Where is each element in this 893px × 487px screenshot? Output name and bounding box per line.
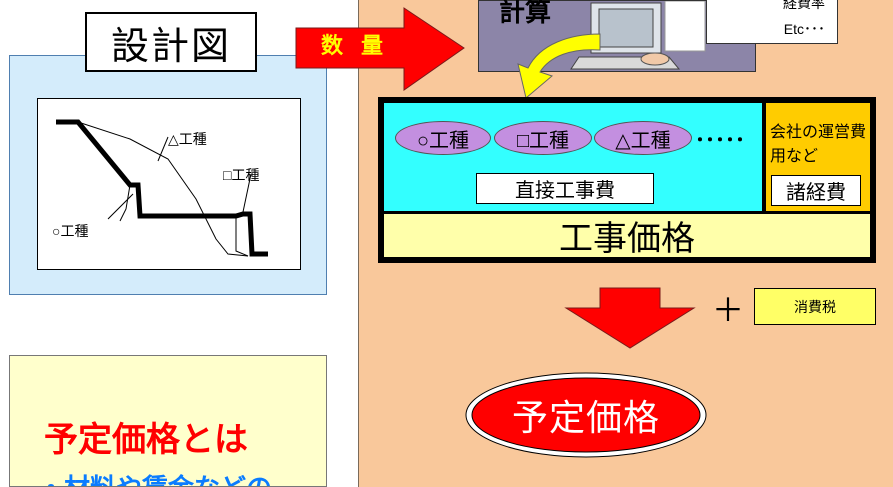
structure-right	[235, 216, 249, 257]
planned-price-text: 予定価格	[511, 397, 660, 438]
circle-pointer	[107, 193, 134, 220]
ellipsis: ･････	[695, 130, 745, 152]
overhead-description: 会社の運営費用など	[770, 124, 867, 165]
definition-bullet: ・材料や賃金などの	[38, 468, 272, 486]
curved-arrow	[517, 33, 601, 99]
triangle-pointer	[157, 136, 169, 162]
blueprint-title: 設計図	[85, 12, 257, 72]
cross-section-svg	[56, 119, 268, 257]
down-arrow	[564, 287, 696, 349]
work-type-oval: □工種	[494, 121, 592, 155]
square-pointer	[242, 173, 252, 213]
construction-price: 工事価格	[384, 214, 870, 258]
definition-title: 予定価格とは	[44, 420, 248, 460]
cross-section-drawing: △工種 □工種 ○工種	[37, 98, 301, 270]
work-type-oval: ○工種	[395, 121, 491, 155]
ground-thin-line	[77, 121, 249, 257]
computer-illustration	[570, 1, 706, 70]
square-work-label: □工種	[223, 167, 260, 183]
direct-cost-label: 直接工事費	[476, 173, 654, 204]
quantity-arrow-shape	[295, 7, 465, 91]
slope-thick-line	[56, 119, 268, 257]
planned-price-oval	[465, 372, 707, 458]
down-arrow-shape	[564, 287, 696, 349]
quantity-arrow	[295, 7, 465, 91]
definition-box: 予定価格とは ・材料や賃金などの	[9, 355, 327, 487]
plus-sign: ＋	[712, 292, 745, 328]
planned-price-inner	[471, 377, 701, 453]
rates-box: 経費率 Etc･･･	[706, 0, 838, 44]
slope-lower-line	[119, 184, 131, 222]
overhead-rate-text: 経費率	[783, 0, 825, 11]
triangle-work-label: △工種	[168, 131, 207, 147]
calculation-label: 計算	[499, 0, 552, 27]
curved-arrow-shape	[517, 33, 601, 99]
circle-work-label: ○工種	[52, 223, 89, 239]
etc-text: Etc･･･	[783, 21, 825, 37]
work-type-oval: △工種	[594, 121, 692, 155]
consumption-tax: 消費税	[754, 288, 876, 325]
calculation-box	[478, 0, 756, 72]
overhead-label: 諸経費	[771, 175, 861, 206]
quantity-label: 数 量	[320, 33, 390, 58]
